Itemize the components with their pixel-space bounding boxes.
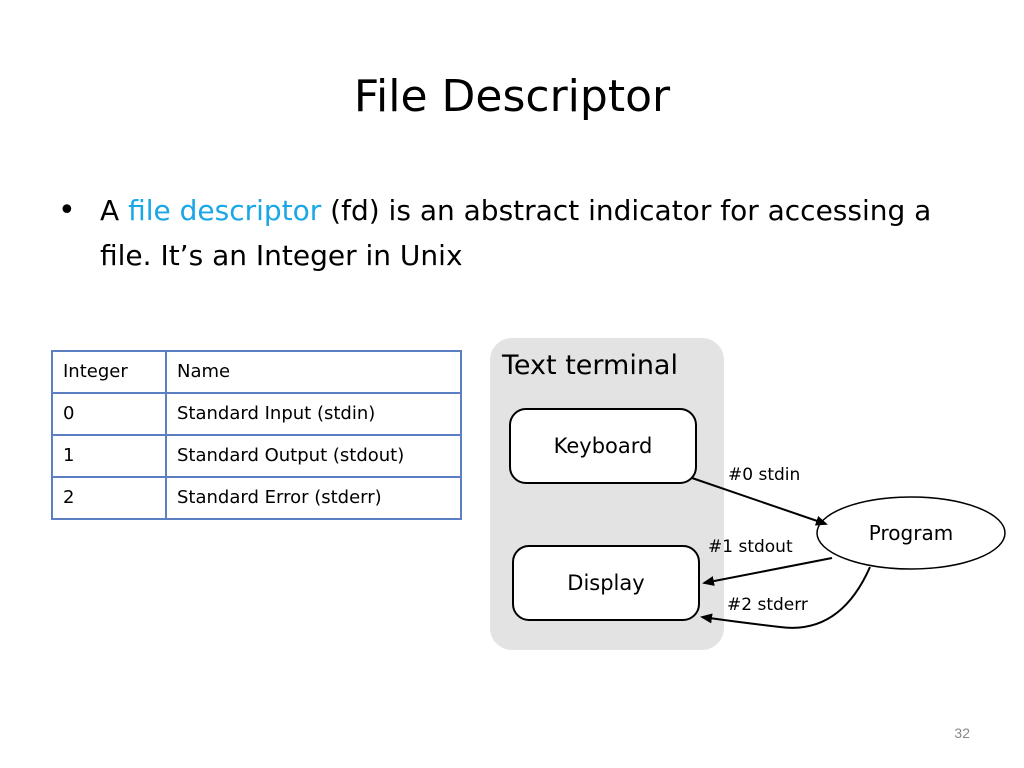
display-label: Display <box>567 571 644 595</box>
file-descriptor-link[interactable]: file descriptor <box>128 194 322 227</box>
bullet-text: A file descriptor (fd) is an abstract in… <box>100 188 938 278</box>
table-cell-name: Standard Output (stdout) <box>165 434 462 478</box>
bullet-rest: (fd) is an abstract indicator for access… <box>100 194 932 272</box>
table-header-row: Integer Name <box>51 350 462 394</box>
table-cell-name: Standard Input (stdin) <box>165 392 462 436</box>
slide-title: File Descriptor <box>353 71 671 122</box>
stdin-arrow <box>691 477 828 526</box>
text-terminal-label: Text terminal <box>501 350 678 381</box>
table-header-name: Name <box>165 350 462 394</box>
keyboard-box <box>509 408 697 484</box>
table-row: 1 Standard Output (stdout) <box>51 434 462 478</box>
stdout-label: #1 stdout <box>708 537 793 557</box>
table-cell-integer: 0 <box>51 392 167 436</box>
stderr-label: #2 stderr <box>727 595 808 615</box>
bullet-prefix: A <box>100 194 129 227</box>
table-row: 0 Standard Input (stdin) <box>51 392 462 436</box>
terminal-diagram: Text terminal Keyboard Display Program #… <box>490 338 1006 650</box>
program-label: Program <box>869 521 953 545</box>
stderr-arrow <box>700 566 871 629</box>
display-box <box>512 545 700 621</box>
table-cell-name: Standard Error (stderr) <box>165 476 462 520</box>
bullet-icon: • <box>58 193 76 228</box>
table-row: 2 Standard Error (stderr) <box>51 476 462 520</box>
fd-table: Integer Name 0 Standard Input (stdin) 1 … <box>51 350 462 520</box>
bullet-point: • A file descriptor (fd) is an abstract … <box>58 188 938 278</box>
table-header-integer: Integer <box>51 350 167 394</box>
stdout-arrow <box>702 557 833 586</box>
program-ellipse <box>816 496 1006 570</box>
table-cell-integer: 1 <box>51 434 167 478</box>
keyboard-label: Keyboard <box>554 434 653 458</box>
slide-number: 32 <box>954 725 970 741</box>
table-cell-integer: 2 <box>51 476 167 520</box>
stdin-label: #0 stdin <box>728 465 800 485</box>
